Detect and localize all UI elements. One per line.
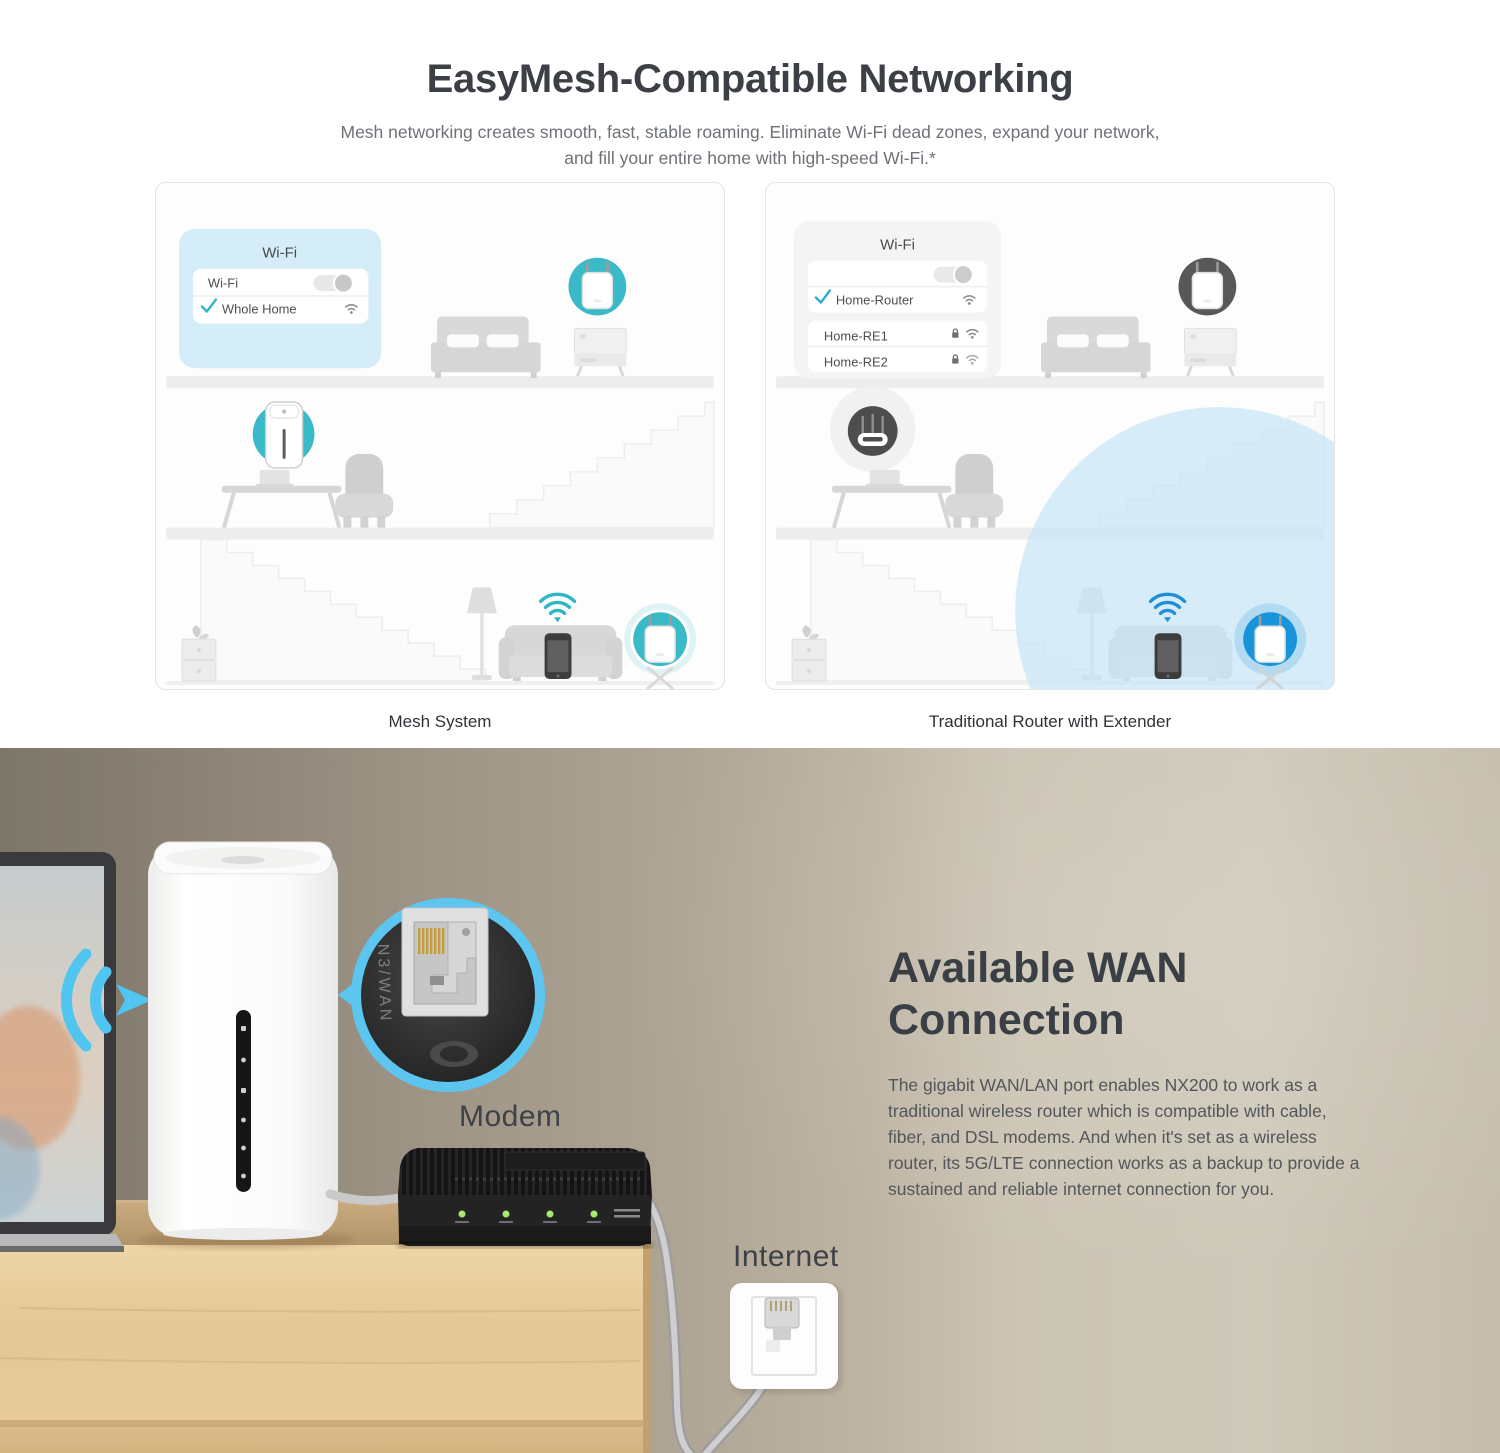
wifi-signal-icon [538,592,577,624]
port-label: N3/WAN [374,944,394,1024]
network-name: Whole Home [222,301,297,316]
selected-network: Home-Router [836,293,914,308]
extender-house-illustration: Wi-Fi Home-Router Home-RE1 [776,220,1334,689]
modem-status-leds [455,1209,640,1223]
wifi-card-title: Wi-Fi [262,245,297,262]
smartphone-illustration [1154,633,1182,680]
wifi-toggle [933,264,974,286]
wifi-waves-icon [61,948,152,1052]
led-strip [236,1010,251,1192]
bed-illustration [1041,316,1151,379]
section-subtitle: Mesh networking creates smooth, fast, st… [340,121,1160,168]
network-re1: Home-RE1 [824,328,888,343]
wan-section-body: The gigabit WAN/LAN port enables NX200 t… [888,1074,1360,1199]
mesh-extender-badge [568,257,627,316]
wan-section-title: Available WAN Connection [888,943,1188,1044]
wifi-card-title: Wi-Fi [880,237,915,254]
floor-divider [166,527,714,540]
wifi-toggle [313,272,354,294]
modem-device [325,1148,697,1453]
mesh-router-badge [252,401,315,469]
extender-badge-gray [1178,257,1237,316]
wan-port-callout: N3/WAN [338,898,545,1092]
stairs-down-illustration [200,538,487,682]
wifi-toggle-label: Wi-Fi [208,276,238,291]
armchair-illustration [335,453,394,528]
floor-divider [776,376,1324,389]
check-icon [814,289,832,304]
tp-link-logo [221,856,265,864]
extender-badge-blue [1234,603,1306,689]
desk-illustration [829,467,954,530]
comparison-panels: Wi-Fi Wi-Fi Whole Home [155,182,1335,690]
traditional-router-panel: Wi-Fi Home-Router Home-RE1 [765,182,1335,690]
nightstand-illustration [1182,326,1238,378]
wifi-list-card: Wi-Fi Home-Router Home-RE1 [794,220,1002,379]
router-to-modem-cable [325,1189,404,1206]
page-title: EasyMesh-Compatible Networking [426,56,1074,101]
wifi-settings-card: Wi-Fi Wi-Fi Whole Home [179,228,382,369]
modem-label: Modem [459,1100,562,1133]
mesh-system-caption: Mesh System [388,712,492,731]
traditional-router-icon [857,414,888,446]
floor-line [166,681,714,686]
mesh-house-illustration: Wi-Fi Wi-Fi Whole Home [166,228,715,689]
laptop [0,852,124,1252]
bed-illustration [431,316,541,379]
internet-wall-socket [699,1283,842,1453]
check-icon [200,298,218,313]
smartphone-illustration [544,633,572,680]
mesh-system-panel: Wi-Fi Wi-Fi Whole Home [155,182,725,690]
lamp-illustration [466,587,497,681]
rj45-port-icon [401,907,489,1067]
traditional-router-caption: Traditional Router with Extender [928,712,1172,731]
stairs-up-illustration [489,401,715,529]
internet-label: Internet [733,1240,839,1273]
nx200-router [138,841,354,1249]
nightstand-illustration [572,326,628,378]
network-re2: Home-RE2 [824,354,888,369]
armchair-illustration [945,453,1004,528]
wan-scene: N3/WAN [0,841,842,1453]
mesh-extender-badge-2 [624,603,696,689]
panel-captions: Mesh System Traditional Router with Exte… [155,712,1335,732]
router-device-icon [264,401,304,469]
wan-connection-section: N3/WAN [0,748,1500,1453]
easymesh-section: EasyMesh-Compatible Networking Mesh netw… [155,56,1335,732]
desk-illustration [219,467,344,530]
rj11-plug-icon [764,1297,800,1352]
floor-divider [166,376,714,389]
router-badge-gray [829,386,916,472]
